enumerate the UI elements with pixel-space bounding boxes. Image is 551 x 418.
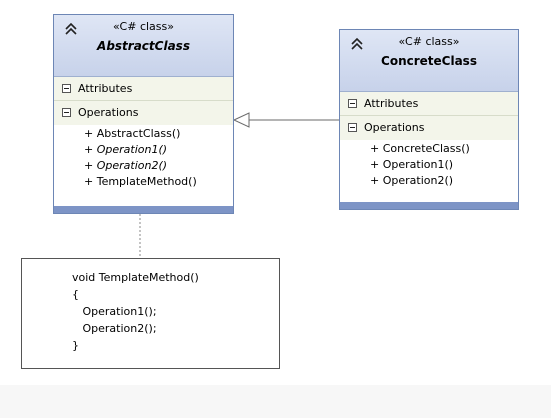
abstract-operations-list: + AbstractClass() + Operation1() + Opera… xyxy=(54,125,233,207)
operation-item[interactable]: + Operation2() xyxy=(370,174,454,187)
abstract-operations-label: Operations xyxy=(78,106,139,119)
minus-box-icon[interactable] xyxy=(348,99,357,108)
operation-item[interactable]: + AbstractClass() xyxy=(84,127,181,140)
concrete-class-box[interactable]: «C# class» ConcreteClass Attributes Oper… xyxy=(339,29,519,210)
abstract-class-box[interactable]: «C# class» AbstractClass Attributes Oper… xyxy=(53,14,234,214)
abstract-operations-section[interactable]: Operations xyxy=(54,101,233,125)
note-line: } xyxy=(72,339,79,352)
abstract-attributes-label: Attributes xyxy=(78,82,133,95)
concrete-class-footer-bar xyxy=(340,202,518,209)
double-chevron-up-icon[interactable] xyxy=(350,36,364,50)
operation-item[interactable]: + Operation2() xyxy=(84,159,168,172)
concrete-operations-label: Operations xyxy=(364,121,425,134)
abstract-class-footer-bar xyxy=(54,206,233,213)
concrete-class-stereotype: «C# class» xyxy=(398,35,460,48)
operation-item[interactable]: + TemplateMethod() xyxy=(84,175,197,188)
concrete-class-name: ConcreteClass xyxy=(381,54,477,68)
note-line: { xyxy=(72,288,79,301)
generalization-arrowhead xyxy=(232,112,250,128)
abstract-class-name: AbstractClass xyxy=(97,39,190,53)
operation-item[interactable]: + Operation1() xyxy=(84,143,168,156)
minus-box-icon[interactable] xyxy=(62,84,71,93)
abstract-class-stereotype: «C# class» xyxy=(113,20,174,33)
operation-item[interactable]: + Operation1() xyxy=(370,158,454,171)
abstract-class-header: «C# class» AbstractClass xyxy=(54,15,233,77)
concrete-operations-section[interactable]: Operations xyxy=(340,116,518,140)
canvas-bottom-band xyxy=(0,385,551,418)
concrete-class-header: «C# class» ConcreteClass xyxy=(340,30,518,92)
abstract-attributes-section[interactable]: Attributes xyxy=(54,77,233,101)
minus-box-icon[interactable] xyxy=(348,123,357,132)
note-line: Operation1(); xyxy=(72,305,157,318)
note-line: Operation2(); xyxy=(72,322,157,335)
note-line: void TemplateMethod() xyxy=(72,271,199,284)
minus-box-icon[interactable] xyxy=(62,108,71,117)
comment-note[interactable]: void TemplateMethod() { Operation1(); Op… xyxy=(21,258,280,369)
operation-item[interactable]: + ConcreteClass() xyxy=(370,142,470,155)
concrete-attributes-label: Attributes xyxy=(364,97,419,110)
concrete-attributes-section[interactable]: Attributes xyxy=(340,92,518,116)
double-chevron-up-icon[interactable] xyxy=(64,21,78,35)
concrete-operations-list: + ConcreteClass() + Operation1() + Opera… xyxy=(340,140,518,204)
